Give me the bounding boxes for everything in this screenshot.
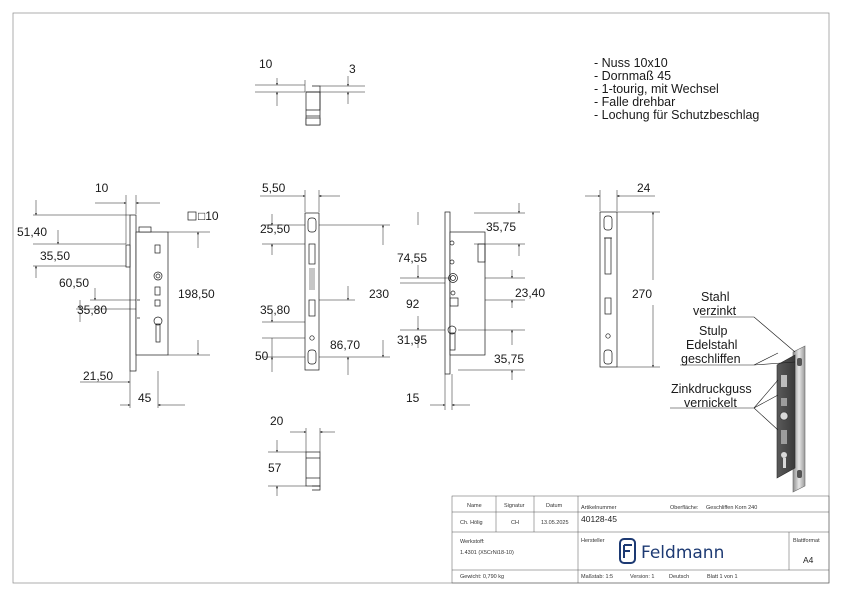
- tb-value: Geschliffen Korn 240: [706, 505, 757, 511]
- faceplate-side-view: [585, 190, 660, 368]
- dim-label: 10: [259, 57, 273, 71]
- dim-label: 35,75: [494, 352, 524, 366]
- dim-label: 45: [138, 391, 152, 405]
- tb-label: Artikelnummer: [581, 505, 617, 511]
- dim-label: 198,50: [178, 287, 215, 301]
- faceplate-view: [260, 190, 390, 375]
- dim-label: 5,50: [262, 181, 286, 195]
- tb-value: 1.4301 (X5CrNi18-10): [460, 550, 514, 556]
- dim-label: 15: [406, 391, 420, 405]
- dim-label: 25,50: [260, 222, 290, 236]
- dim-label: 21,50: [83, 369, 113, 383]
- note-line: - Nuss 10x10: [594, 56, 668, 70]
- note-line: - Lochung für Schutzbeschlag: [594, 108, 759, 122]
- material-label: Stahl: [701, 290, 730, 304]
- sheet-border: [12, 12, 830, 584]
- note-line: - Dornmaß 45: [594, 69, 671, 83]
- dim-label: 230: [369, 287, 389, 301]
- dim-label: 86,70: [330, 338, 360, 352]
- material-label: geschliffen: [681, 352, 741, 366]
- dim-label: 35,80: [77, 303, 107, 317]
- side-view: [33, 195, 210, 408]
- material-label: Edelstahl: [686, 338, 737, 352]
- dim-label: 50: [255, 349, 269, 363]
- dim-label: 35,50: [40, 249, 70, 263]
- tb-header: Name: [467, 503, 482, 509]
- feldmann-logo: Feldmann: [619, 538, 724, 564]
- dim-label: 60,50: [59, 276, 89, 290]
- dim-label: 35,80: [260, 303, 290, 317]
- tb-value: Deutsch: [669, 574, 689, 580]
- tb-value: Blatt 1 von 1: [707, 574, 738, 580]
- dim-label: 57: [268, 461, 282, 475]
- tb-value: CH: [511, 520, 519, 526]
- dim-label: 31,95: [397, 333, 427, 347]
- material-label: Stulp: [699, 324, 728, 338]
- tb-label: Blattformat: [793, 538, 820, 544]
- material-label: Zinkdruckguss: [671, 382, 752, 396]
- dim-label: 23,40: [515, 286, 545, 300]
- tb-value: Maßstab: 1:5: [581, 574, 613, 580]
- tb-value: Ch. Hölig: [460, 520, 483, 526]
- dimension-labels: 10 3 10 □10 51,40 35,50 60,50 35,80 21,5…: [17, 57, 652, 475]
- sheet-format: A4: [803, 555, 814, 565]
- top-view: [255, 76, 365, 126]
- tb-value: 13.05.2025: [541, 520, 569, 526]
- brand-name: Feldmann: [641, 543, 724, 563]
- lock-body-view: [400, 203, 525, 410]
- tb-value: Gewicht: 0,790 kg: [460, 574, 504, 580]
- dim-label: 74,55: [397, 251, 427, 265]
- tb-header: Signatur: [504, 503, 525, 509]
- dim-label: □10: [198, 209, 219, 223]
- dim-label: 10: [95, 181, 109, 195]
- material-label: verzinkt: [693, 304, 737, 318]
- title-block: Name Signatur Datum Ch. Hölig CH 13.05.2…: [451, 495, 830, 584]
- dim-label: 35,75: [486, 220, 516, 234]
- notes-block: - Nuss 10x10 - Dornmaß 45 - 1-tourig, mi…: [594, 56, 759, 122]
- dim-label: 3: [349, 62, 356, 76]
- material-labels: Stahl verzinkt Stulp Edelstahl geschliff…: [671, 290, 752, 410]
- note-line: - 1-tourig, mit Wechsel: [594, 82, 719, 96]
- dim-label: 51,40: [17, 225, 47, 239]
- leader-lines: [670, 316, 796, 431]
- tb-value: Version: 1: [630, 574, 654, 580]
- tb-header: Datum: [546, 503, 563, 509]
- note-line: - Falle drehbar: [594, 95, 675, 109]
- lock-3d-render: [776, 345, 806, 493]
- bottom-view: [268, 428, 335, 496]
- material-label: vernickelt: [684, 396, 737, 410]
- article-number: 40128-45: [581, 514, 617, 524]
- tb-label: Oberfläche:: [670, 505, 699, 511]
- tb-label: Hersteller: [581, 538, 605, 544]
- dim-label: 20: [270, 414, 284, 428]
- dim-label: 92: [406, 297, 420, 311]
- dim-label: 24: [637, 181, 651, 195]
- tb-label: Werkstoff:: [460, 539, 485, 545]
- dim-label: 270: [632, 287, 652, 301]
